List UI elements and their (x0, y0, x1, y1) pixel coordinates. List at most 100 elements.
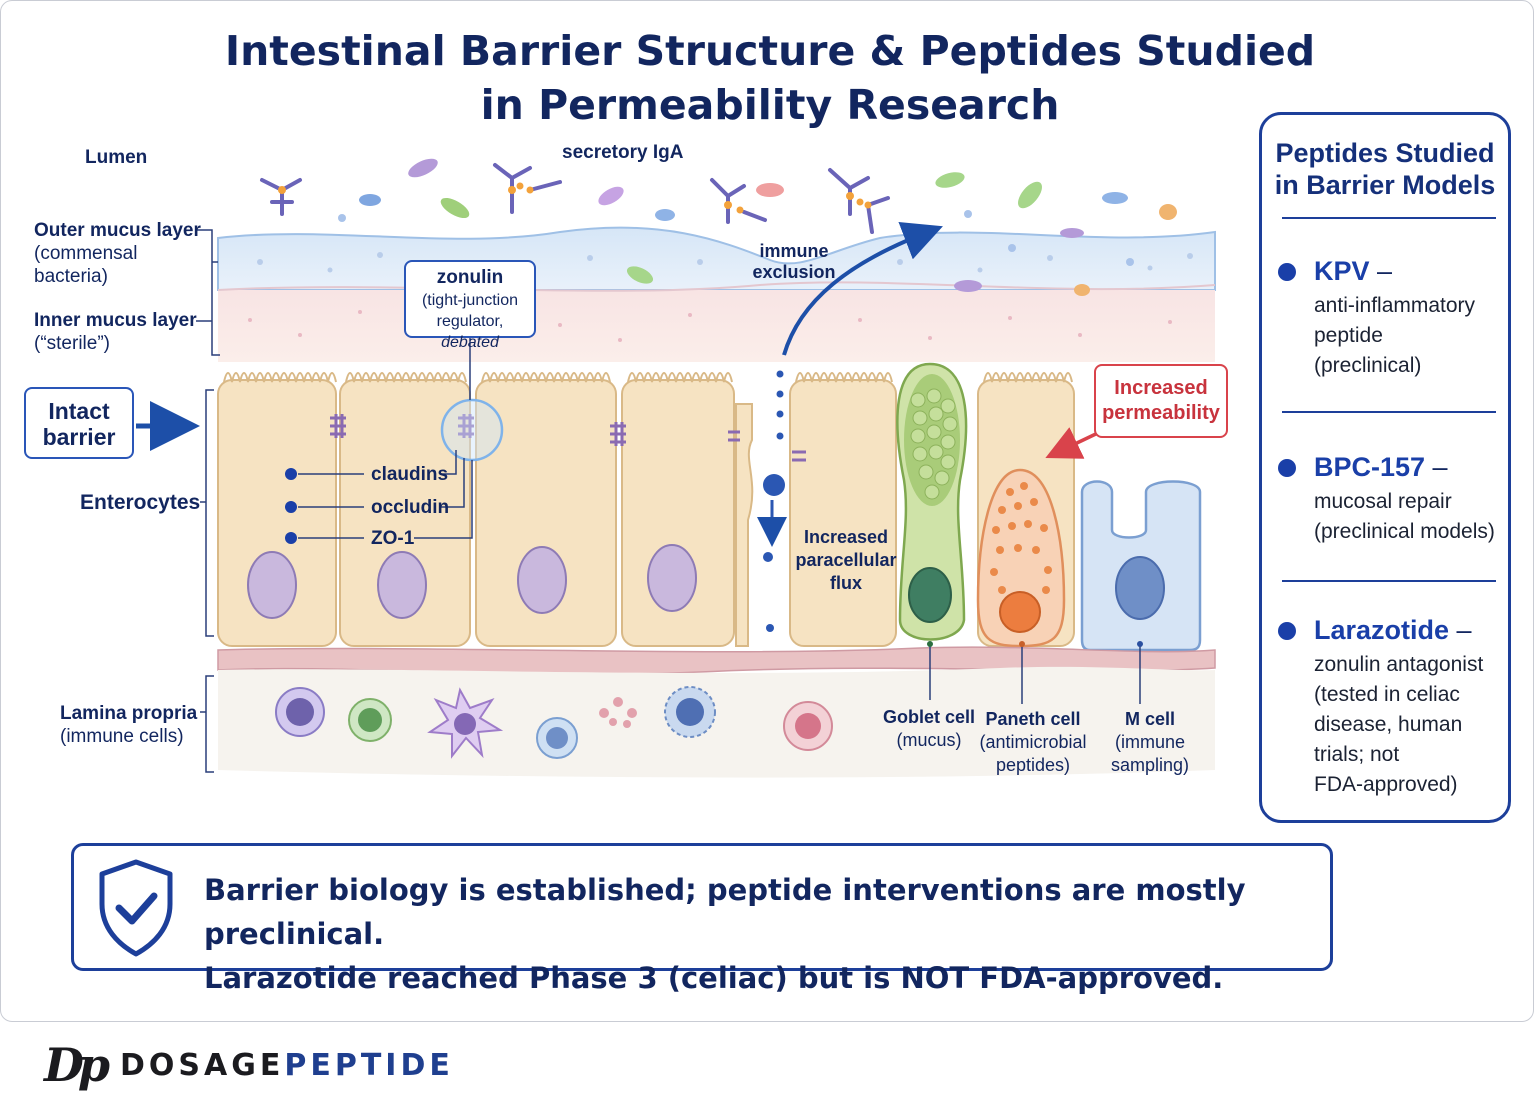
secretory-iga-label: secretory IgA (562, 142, 684, 163)
shield-check-icon (99, 859, 173, 957)
increased-permeability-box: Increased permeability (1094, 364, 1228, 438)
paneth-cell-sub-1: (antimicrobial (979, 732, 1087, 752)
page-title: Intestinal Barrier Structure & Peptides … (180, 24, 1360, 132)
peptide-dash: – (1369, 256, 1393, 286)
peptide-desc-line: (preclinical models) (1314, 520, 1495, 543)
occludin-label: occludin (371, 497, 450, 518)
enterocyte-row (217, 379, 1075, 647)
bullet-icon (1278, 622, 1296, 640)
peptide-name: Larazotide (1314, 615, 1450, 645)
goblet-cell-icon (896, 362, 968, 641)
commensal-bacteria-icon (338, 158, 1177, 296)
panel-divider (1282, 217, 1496, 219)
zonulin-sub-2: regulator, (436, 313, 504, 330)
immune-cells-icon (275, 686, 833, 759)
peptide-dash: – (1449, 615, 1472, 645)
outer-mucus-title: Outer mucus layer (34, 220, 201, 241)
immune-exclusion-arrow (782, 221, 943, 356)
panel-title-line-1: Peptides Studied (1275, 138, 1495, 168)
lamina-propria-label: Lamina propria (immune cells) (60, 702, 197, 748)
paracellular-line-3: flux (829, 573, 862, 593)
microvilli (223, 372, 1073, 383)
peptides-panel: Peptides Studied in Barrier Models KPV –… (1259, 112, 1511, 823)
zonulin-callout: zonulin (tight-junction regulator, debat… (404, 260, 536, 351)
peptide-desc-line: (preclinical) (1314, 354, 1422, 377)
zonulin-junction-highlight (440, 398, 504, 462)
outer-mucus-label: Outer mucus layer (commensal bacteria) (34, 219, 201, 288)
paracellular-flux-icon (763, 370, 785, 632)
peptide-item-bpc157: BPC-157 – mucosal repair (preclinical mo… (1278, 451, 1506, 547)
enterocytes-label: Enterocytes (80, 491, 201, 514)
inner-mucus-title: Inner mucus layer (34, 310, 197, 331)
peptide-item-kpv: KPV – anti-inflammatory peptide (preclin… (1278, 255, 1506, 381)
immune-exclusion-label: immune exclusion (748, 241, 840, 283)
zonulin-sub-1: (tight-junction (421, 292, 519, 309)
peptide-desc-line: anti-inflammatory (1314, 294, 1476, 317)
tight-junction-icon (330, 414, 806, 462)
increased-permeability-line-2: permeability (1102, 402, 1220, 424)
disclaimer-box: Barrier biology is established; peptide … (71, 843, 1333, 995)
peptide-desc-line: mucosal repair (1314, 490, 1452, 513)
title-line-1: Intestinal Barrier Structure & Peptides … (224, 27, 1316, 75)
peptides-panel-title: Peptides Studied in Barrier Models (1262, 137, 1508, 201)
peptide-name: BPC-157 (1314, 452, 1426, 482)
immune-exclusion-line-1: immune (759, 241, 829, 261)
enterocytes-bracket (200, 389, 214, 637)
title-line-2: in Permeability Research (480, 81, 1060, 129)
peptide-item-larazotide: Larazotide – zonulin antagonist (tested … (1278, 614, 1506, 800)
peptide-desc-line: disease, human (1314, 713, 1463, 736)
goblet-cell-label: Goblet cell (mucus) (876, 706, 982, 752)
lamina-propria-bracket (200, 675, 214, 773)
panel-title-line-2: in Barrier Models (1274, 170, 1496, 200)
zonulin-title: zonulin (436, 267, 504, 288)
m-cell-sub-1: (immune (1114, 732, 1185, 752)
bullet-icon (1278, 263, 1296, 281)
claudins-label: claudins (371, 464, 449, 485)
intact-barrier-box: Intact barrier (24, 387, 134, 459)
peptide-desc-line: (tested in celiac (1314, 683, 1460, 706)
paneth-cell-label: Paneth cell (antimicrobial peptides) (976, 708, 1090, 777)
enterocyte-nuclei (247, 544, 697, 619)
panel-divider (1282, 411, 1496, 413)
brand-word-1: DOSAGE (120, 1048, 285, 1083)
peptide-desc-line: peptide (1314, 324, 1383, 347)
paracellular-flux-label: Increased paracellular flux (795, 526, 897, 595)
zo1-label: ZO-1 (371, 528, 415, 549)
m-cell-label: M cell (immune sampling) (1100, 708, 1200, 777)
paneth-cell-icon (976, 468, 1066, 648)
increased-permeability-line-1: Increased (1114, 377, 1208, 399)
brand-wordmark: DOSAGEPEPTIDE (120, 1048, 454, 1083)
outer-mucus-sub-1: (commensal (34, 243, 138, 264)
lamina-propria (218, 666, 1215, 778)
inner-mucus-layer (218, 290, 1215, 362)
peptide-dash: – (1425, 452, 1448, 482)
paracellular-line-2: paracellular (795, 550, 897, 570)
outer-mucus-bracket (196, 229, 213, 292)
outer-mucus-sub-2: bacteria) (34, 266, 108, 287)
brand-monogram: Dp (44, 1038, 110, 1092)
goblet-cell-title: Goblet cell (882, 707, 976, 727)
inner-mucus-label: Inner mucus layer (“sterile”) (34, 309, 197, 355)
paracellular-line-1: Increased (803, 527, 889, 547)
bullet-icon (1278, 459, 1296, 477)
lamina-propria-title: Lamina propria (60, 703, 198, 724)
m-cell-title: M cell (1124, 709, 1176, 729)
lamina-propria-sub: (immune cells) (60, 726, 184, 747)
secretory-iga-icon (260, 163, 890, 234)
intact-barrier-line-2: barrier (42, 424, 116, 450)
paneth-cell-sub-2: peptides) (995, 755, 1071, 775)
panel-divider (1282, 580, 1496, 582)
m-cell-icon (1080, 480, 1202, 652)
zonulin-sub-3: debated (441, 334, 499, 351)
paneth-cell-title: Paneth cell (985, 709, 1081, 729)
intact-barrier-line-1: Intact (48, 398, 110, 424)
lumen-label: Lumen (85, 147, 148, 168)
peptide-desc-line: trials; not (1314, 743, 1400, 766)
m-cell-sub-2: sampling) (1110, 755, 1190, 775)
disclaimer-text: Barrier biology is established; peptide … (204, 868, 1330, 1000)
peptide-name: KPV (1314, 256, 1370, 286)
disclaimer-line-2: Larazotide reached Phase 3 (celiac) but … (204, 961, 1224, 995)
disclaimer-line-1: Barrier biology is established; peptide … (204, 873, 1246, 951)
inner-mucus-sub: (“sterile”) (34, 333, 110, 354)
peptide-desc-line: zonulin antagonist (1314, 653, 1484, 676)
